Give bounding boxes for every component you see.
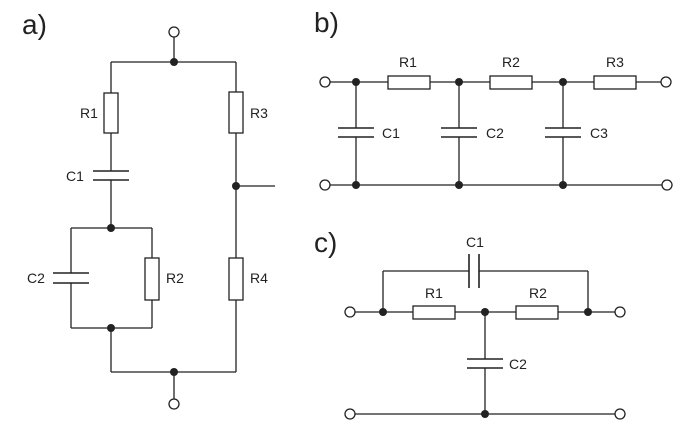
- panel-b-label-r3: R3: [606, 54, 624, 70]
- panel-c-capacitor-c1: [468, 254, 480, 288]
- panel-a-title: a): [22, 9, 47, 40]
- panel-a-label-r2: R2: [166, 270, 184, 286]
- panel-a-junction: [170, 368, 178, 376]
- panel-b-junction: [455, 181, 463, 189]
- panel-a-resistor-r4: [228, 257, 244, 301]
- panel-a-terminal-top: [168, 26, 180, 38]
- panel-a-label-r1: R1: [80, 105, 98, 121]
- panel-a-label-r4: R4: [250, 270, 268, 286]
- panel-c-wires: [355, 270, 615, 415]
- panel-b-capacitor-c2: [441, 127, 477, 138]
- panel-a-label-r3: R3: [250, 105, 268, 121]
- panel-b-resistor-r3: [593, 75, 637, 90]
- panel-b-capacitor-c3: [545, 127, 581, 138]
- panel-a-terminal-bottom: [168, 398, 180, 410]
- panel-c-junction: [481, 308, 489, 316]
- panel-b-label-r2: R2: [502, 54, 520, 70]
- panel-c-label-r1: R1: [425, 285, 443, 301]
- panel-b-junction: [352, 78, 360, 86]
- panel-a-resistor-r1: [103, 92, 119, 134]
- panel-b-label-c2: C2: [486, 125, 504, 141]
- panel-b-label-c3: C3: [590, 125, 608, 141]
- panel-c-terminal: [614, 306, 626, 318]
- panel-a-resistor-r3: [228, 91, 244, 134]
- panel-c-resistor-r2: [515, 305, 559, 320]
- panel-b-resistor-r1: [387, 75, 431, 90]
- panel-a-wires: [70, 37, 275, 399]
- panel-b-terminal: [319, 76, 331, 88]
- panel-c-label-c1: C1: [466, 234, 484, 250]
- panel-a-label-c1: C1: [66, 168, 84, 184]
- panel-a-capacitor-c1: [93, 170, 129, 181]
- panel-b: b): [314, 7, 673, 191]
- panel-b-terminal: [661, 179, 673, 191]
- panel-b-capacitor-c1: [338, 127, 374, 138]
- panel-a: a): [22, 9, 275, 410]
- panel-c-label-c2: C2: [509, 356, 527, 372]
- panel-a-junction: [170, 58, 178, 66]
- panel-b-junction: [559, 78, 567, 86]
- panel-a-capacitor-c2: [53, 272, 89, 284]
- panel-c-title: c): [314, 227, 337, 258]
- panel-c-resistor-r1: [412, 305, 456, 320]
- panel-b-junction: [352, 181, 360, 189]
- panel-a-junction: [107, 224, 115, 232]
- panel-b-terminal: [660, 76, 672, 88]
- panel-c-junction: [584, 308, 592, 316]
- panel-b-junction: [559, 181, 567, 189]
- panel-c-junction: [379, 308, 387, 316]
- panel-c-terminal: [344, 306, 356, 318]
- panel-c-terminal: [344, 408, 356, 420]
- panel-a-junction: [232, 182, 240, 190]
- panel-a-resistor-r2: [144, 257, 160, 301]
- panel-a-junction: [107, 324, 115, 332]
- panel-b-title: b): [314, 7, 339, 38]
- panel-b-label-c1: C1: [382, 125, 400, 141]
- panel-b-resistor-r2: [489, 75, 533, 90]
- panel-c-label-r2: R2: [529, 285, 547, 301]
- panel-b-terminal: [319, 179, 331, 191]
- panel-a-label-c2: C2: [27, 270, 45, 286]
- panel-b-label-r1: R1: [399, 54, 417, 70]
- panel-c-junction: [481, 410, 489, 418]
- panel-c-capacitor-c2: [467, 358, 503, 369]
- panel-c-terminal: [614, 408, 626, 420]
- panel-c: c) C1 R1: [314, 227, 626, 420]
- panel-b-junction: [455, 78, 463, 86]
